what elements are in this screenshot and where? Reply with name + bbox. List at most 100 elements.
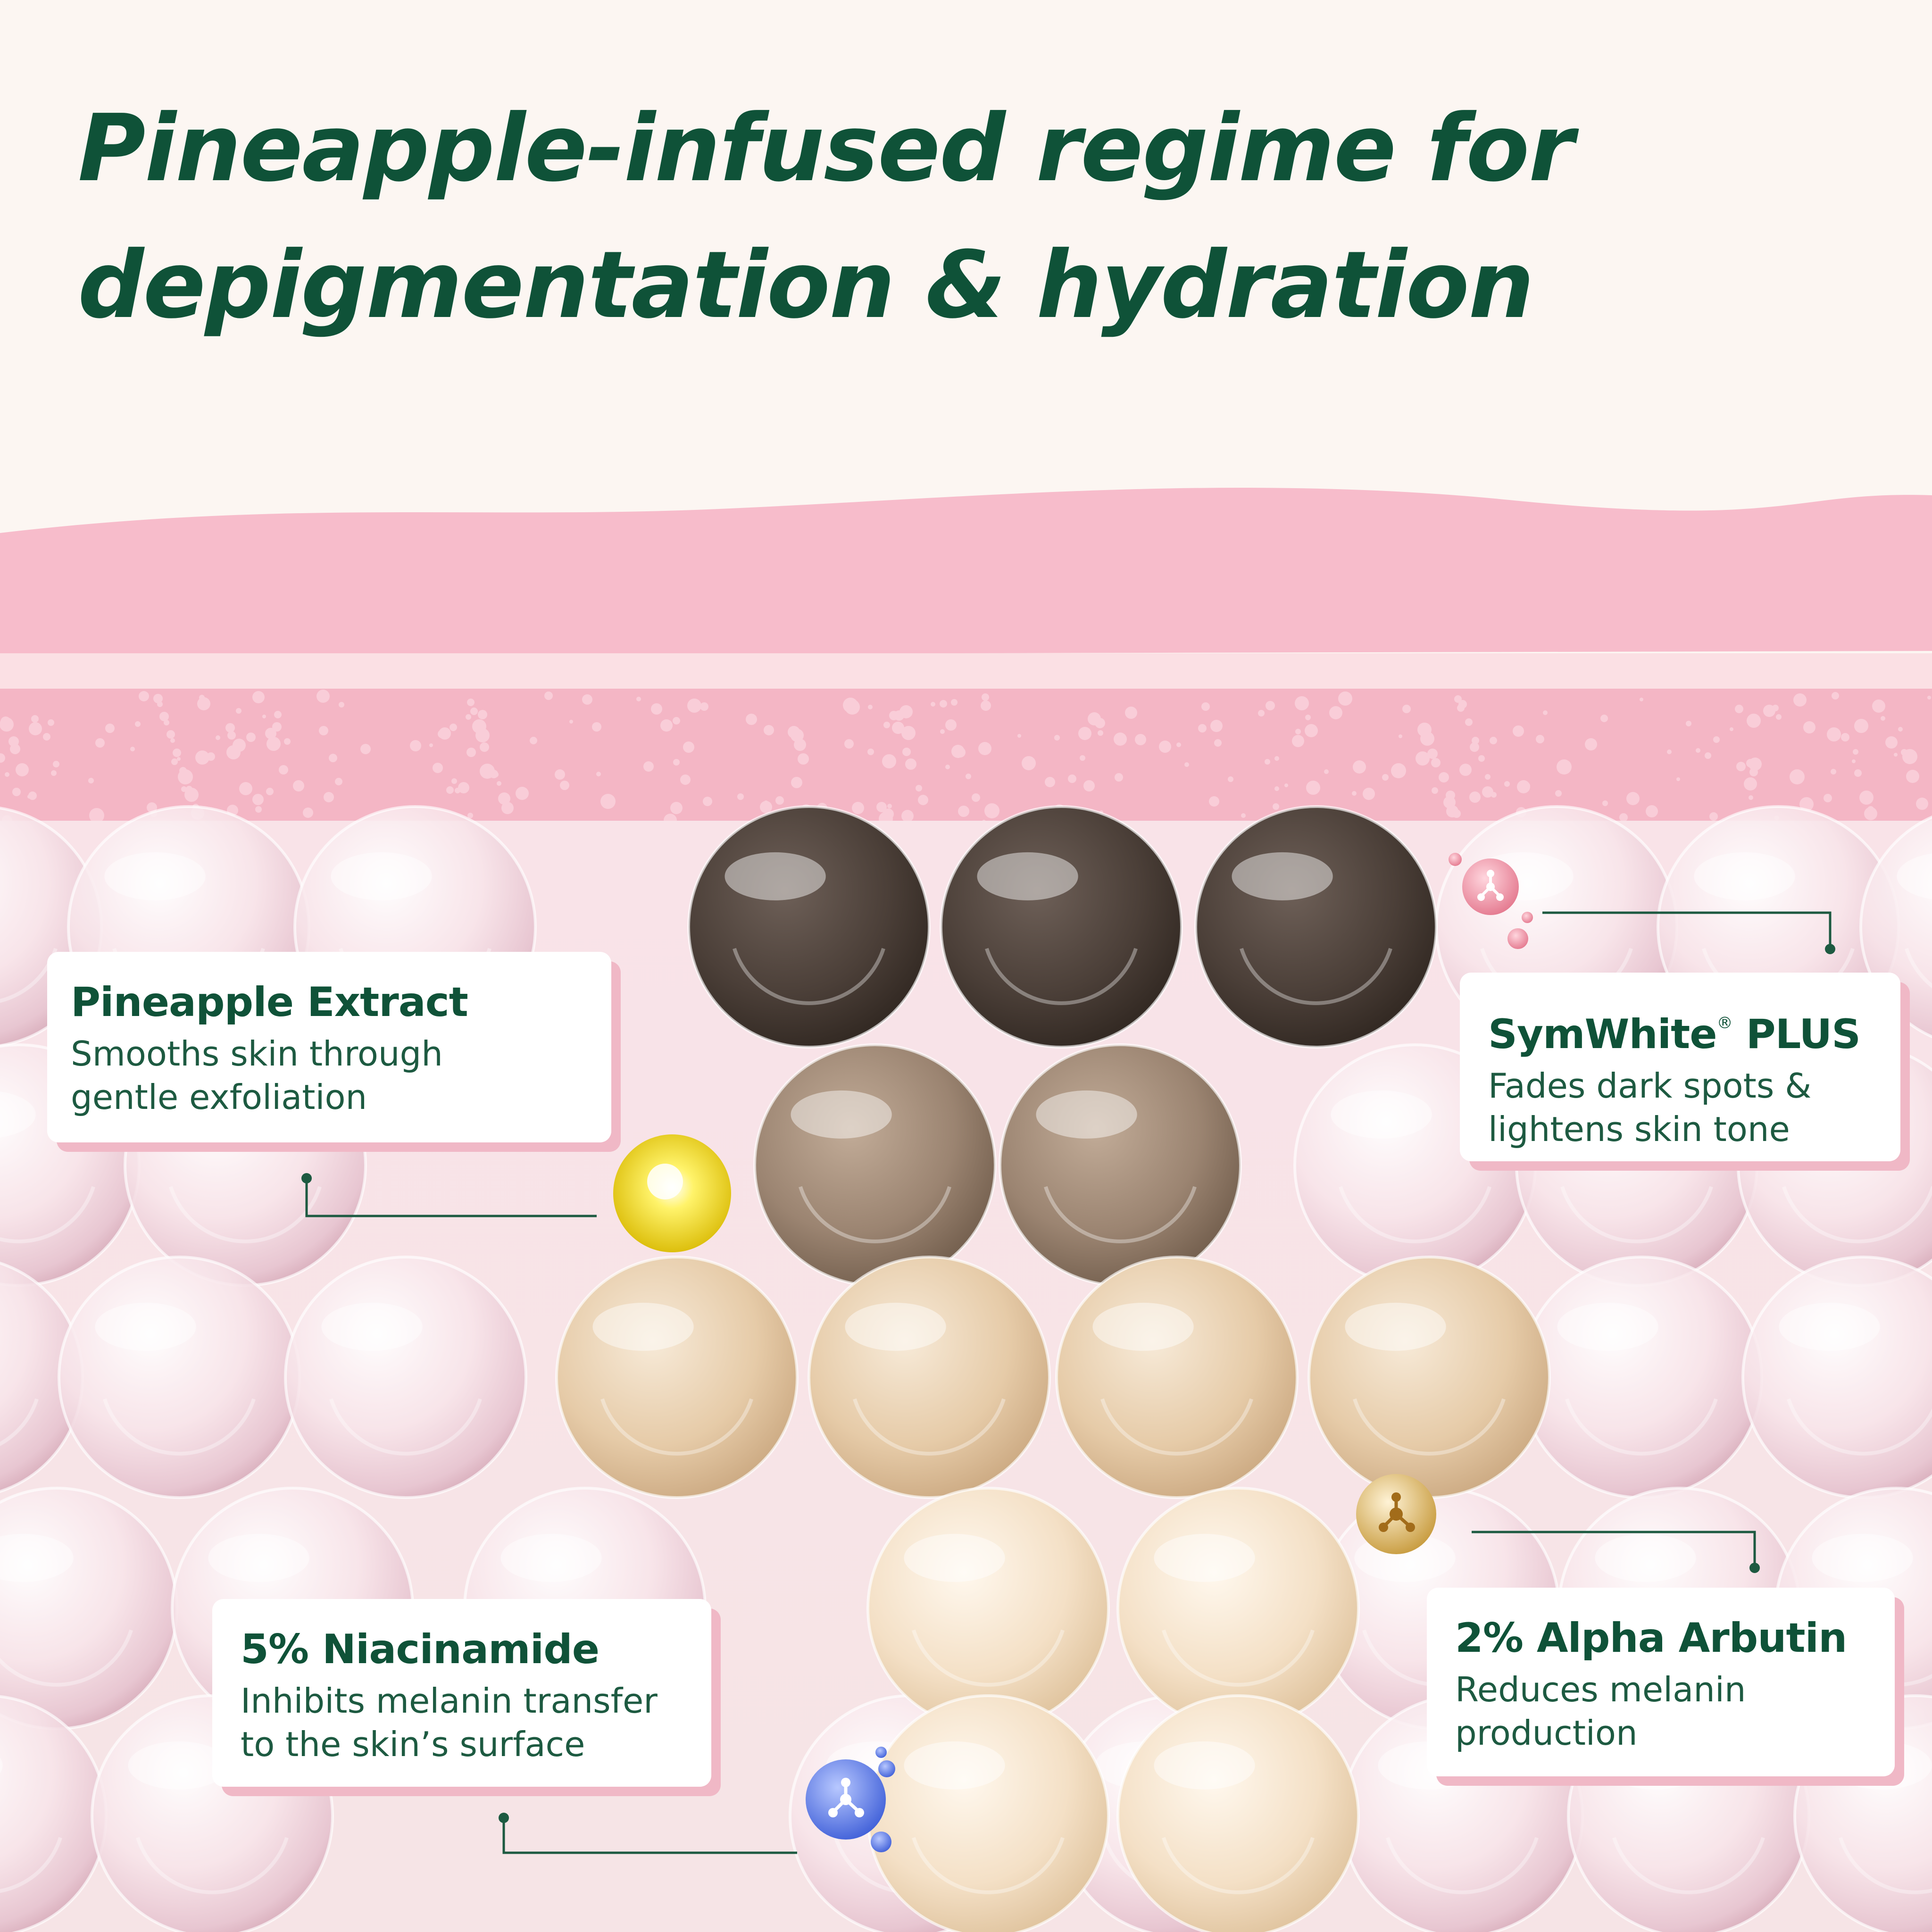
skin-texture-dot [775,796,784,805]
skin-texture-dot [480,764,495,779]
skin-texture-dot [5,772,9,777]
skin-texture-dot [53,761,59,767]
skin-texture-dot [31,715,39,723]
skin-texture-dot [1135,734,1146,745]
skin-texture-dot [195,750,209,765]
skin-texture-dot [643,761,654,772]
skin-texture-dot [139,691,149,701]
skin-texture-dot [1098,730,1103,736]
skin-texture-dot [892,722,904,734]
skin-texture-dot [1696,748,1700,753]
skin-texture-dot [10,744,20,754]
skin-texture-dot [88,778,94,783]
skin-texture-dot [901,726,916,740]
skin-texture-dot [1214,739,1222,747]
skin-texture-dot [1054,735,1060,741]
skin-texture-dot [27,795,31,799]
skin-texture-dot [1273,803,1279,810]
skin-texture-dot [171,758,178,765]
skin-texture-dot [683,741,694,753]
skin-texture-dot [1198,724,1207,733]
skin-texture-dot [480,742,489,752]
skin-texture-dot [284,738,291,745]
skin-texture-dot [1640,698,1643,701]
skin-texture-dot [177,757,181,761]
skin-texture-dot [945,719,957,731]
skin-texture-dot [1749,758,1762,771]
skin-texture-dot [1459,764,1472,776]
skin-texture-dot [1763,705,1775,717]
skin-texture-dot [1667,749,1672,754]
skin-texture-dot [1454,695,1462,703]
skin-texture-dot [1078,727,1091,740]
skin-texture-dot [266,788,274,795]
headline-line-2: depigmentation & hydration [78,232,1534,339]
pale-pigmented-cell [866,1694,1110,1932]
skin-texture-dot [1916,798,1928,810]
skin-texture-dot [700,702,708,711]
skin-texture-dot [1705,752,1711,759]
skin-texture-dot [940,729,945,734]
ingredient-description: Fades dark spots & lightens skin tone [1488,1066,1812,1149]
skin-texture-dot [225,723,235,733]
skin-texture-dot [560,781,569,790]
skin-texture-dot [843,698,858,713]
skin-texture-dot [0,717,14,732]
skin-texture-dot [1427,749,1438,759]
medium-pigmented-cell [753,1043,997,1287]
skin-texture-dot [955,747,966,758]
skin-texture-dot [197,697,210,710]
skin-texture-dot [272,722,282,732]
skin-texture-dot [1472,737,1479,744]
skin-texture-dot [966,774,971,779]
ingredient-card-pineapple-extract: Pineapple Extract Smooths skin through g… [47,952,611,1142]
skin-texture-dot [1831,769,1836,774]
skin-texture-dot [1045,777,1055,787]
skin-texture-dot [501,802,514,814]
light-pigmented-cell [555,1256,799,1499]
skin-texture-dot [737,793,744,800]
skin-texture-dot [1416,751,1430,766]
skin-texture-dot [651,703,662,715]
skin-texture-dot [1859,791,1874,805]
skin-texture-dot [1292,735,1304,747]
skin-texture-dot [239,782,252,795]
skin-texture-dot [181,786,187,792]
skin-texture-dot [530,737,537,744]
skin-texture-dot [159,712,169,721]
skin-texture-dot [1420,732,1434,746]
clear-skin-cell [1741,1256,1932,1499]
skin-texture-dot [703,797,712,806]
skin-texture-dot [1555,790,1562,797]
skin-texture-dot [1446,805,1458,817]
skin-texture-dot [360,744,371,754]
skin-texture-dot [852,802,864,814]
skin-texture-dot [1827,727,1841,741]
skin-texture-dot [981,700,991,711]
skin-texture-dot [1022,756,1036,770]
skin-texture-dot [1228,776,1233,782]
skin-texture-dot [1744,777,1757,791]
skin-texture-dot [940,700,947,708]
skin-texture-dot [1853,749,1858,755]
pale-pigmented-cell [1116,1694,1360,1932]
skin-texture-dot [410,740,421,751]
skin-texture-dot [569,720,573,724]
skin-texture-dot [450,724,457,731]
skin-texture-dot [1176,742,1181,747]
skin-texture-dot [791,777,802,788]
skin-texture-dot [901,810,914,822]
skin-texture-dot [1557,759,1572,774]
skin-texture-dot [1017,734,1021,738]
skin-texture-dot [1898,727,1903,732]
skin-texture-dot [978,742,991,755]
skin-texture-dot [1352,791,1357,796]
skin-texture-dot [433,763,443,773]
skin-texture-dot [497,781,501,786]
skin-texture-dot [252,691,265,703]
pale-pigmented-cell [1116,1487,1360,1730]
skin-texture-dot [157,701,163,707]
ingredient-description: Reduces melanin production [1455,1670,1746,1753]
skin-texture-dot [1080,755,1085,761]
